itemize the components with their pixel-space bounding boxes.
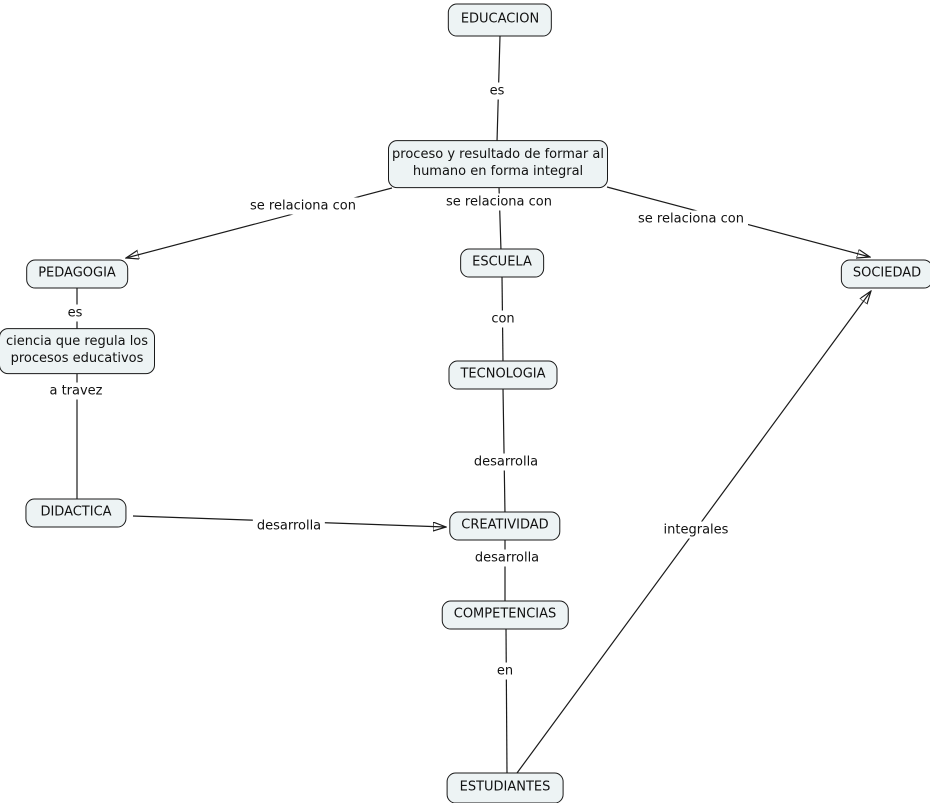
link-label-integrales[interactable]: integrales — [659, 521, 733, 539]
node-ciencia[interactable]: ciencia que regula los procesos educativ… — [0, 328, 155, 374]
node-pedagogia[interactable]: PEDAGOGIA — [26, 259, 128, 289]
link-label-es-pedagogia[interactable]: es — [63, 304, 87, 322]
link-label-a-travez[interactable]: a travez — [45, 382, 107, 400]
node-proceso-line2: humano en forma integral — [412, 164, 584, 179]
link-label-en[interactable]: en — [492, 662, 518, 680]
node-ciencia-line1: ciencia que regula los — [5, 334, 149, 350]
link-label-es-educacion[interactable]: es — [485, 82, 509, 100]
node-proceso[interactable]: proceso y resultado de formar al humano … — [388, 140, 608, 188]
link-label-desarrolla-didactica[interactable]: desarrolla — [252, 517, 326, 535]
node-tecnologia[interactable]: TECNOLOGIA — [448, 360, 558, 390]
node-educacion[interactable]: EDUCACION — [447, 3, 553, 37]
node-didactica[interactable]: DIDACTICA — [25, 498, 127, 528]
link-label-desarrolla-tecnologia[interactable]: desarrolla — [469, 453, 543, 471]
edge-tecnologia-creatividad[interactable] — [502, 387, 506, 515]
node-escuela[interactable]: ESCUELA — [460, 248, 544, 278]
link-label-se-relaciona-right[interactable]: se relaciona con — [634, 210, 748, 228]
node-creatividad[interactable]: CREATIVIDAD — [449, 511, 561, 541]
link-label-con[interactable]: con — [487, 310, 519, 328]
node-sociedad[interactable]: SOCIEDAD — [840, 259, 930, 289]
link-label-desarrolla-creatividad[interactable]: desarrolla — [470, 549, 544, 567]
link-label-se-relaciona-center[interactable]: se relaciona con — [442, 193, 556, 211]
node-competencias[interactable]: COMPETENCIAS — [441, 600, 569, 630]
node-proceso-line1: proceso y resultado de formar al — [392, 147, 604, 163]
edge-competencias-estudiantes[interactable] — [505, 627, 508, 775]
link-label-se-relaciona-left[interactable]: se relaciona con — [246, 197, 360, 215]
node-ciencia-line2: procesos educativos — [10, 351, 144, 366]
node-estudiantes[interactable]: ESTUDIANTES — [446, 772, 564, 803]
